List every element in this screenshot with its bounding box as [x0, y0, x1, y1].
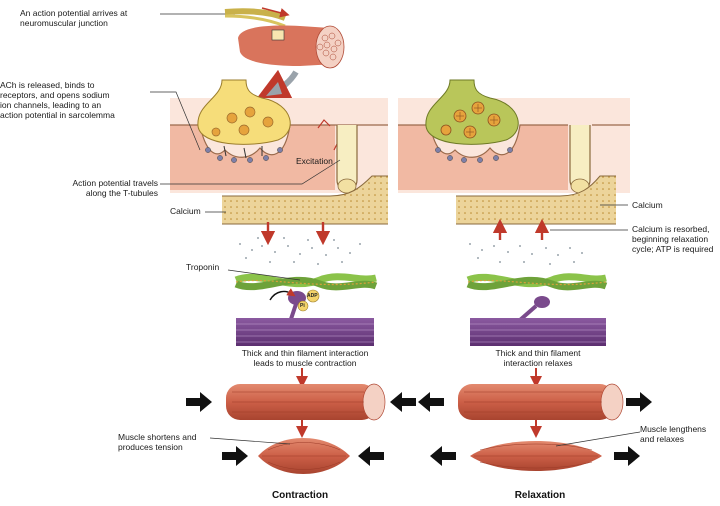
label-calcium-resorbed: Calcium is resorbed, beginning relaxatio…	[632, 224, 714, 254]
caption-filament-relaxes: Thick and thin filament interaction rela…	[495, 348, 581, 368]
left-sarcoplasmic-reticulum	[222, 175, 388, 246]
right-myosin-head	[518, 296, 550, 322]
right-muscle-fiber	[458, 368, 624, 471]
title-relaxation: Relaxation	[514, 490, 566, 501]
right-thin-filament	[466, 273, 608, 291]
label-excitation: Excitation	[296, 156, 333, 166]
caption-filament-contraction: Thick and thin filament interaction lead…	[241, 348, 369, 368]
left-thick-filament	[236, 318, 374, 346]
left-myosin-head	[269, 288, 320, 323]
right-thick-filament	[470, 318, 606, 346]
label-troponin: Troponin	[186, 262, 220, 272]
label-calcium-left: Calcium	[170, 206, 201, 216]
label-calcium-right: Calcium	[632, 200, 663, 210]
muscle-bundle	[238, 25, 345, 103]
label-ap-travels: Action potential travels along the T-tub…	[72, 178, 158, 198]
left-calcium-cloud	[239, 237, 361, 265]
left-thin-filament	[227, 269, 378, 291]
label-ap-arrives: An action potential arrives at neuromusc…	[20, 8, 128, 28]
label-muscle-shortens: Muscle shortens and produces tension	[118, 432, 197, 452]
right-calcium-cloud	[469, 243, 583, 265]
label-pi: Pi	[300, 303, 305, 309]
right-sarcolemma-panel	[398, 79, 630, 194]
nerve-fiber	[160, 7, 290, 28]
label-ach-released: ACh is released, binds to receptors, and…	[0, 80, 115, 120]
force-arrows	[186, 392, 652, 466]
leader-lines	[150, 91, 641, 447]
left-muscle-fiber	[226, 368, 386, 474]
title-contraction: Contraction	[271, 490, 329, 501]
label-muscle-lengthens: Muscle lengthens and relaxes	[640, 424, 707, 444]
left-sarcolemma-panel	[170, 79, 388, 194]
right-sarcoplasmic-reticulum	[456, 175, 616, 240]
label-adp: ADP	[307, 293, 318, 299]
